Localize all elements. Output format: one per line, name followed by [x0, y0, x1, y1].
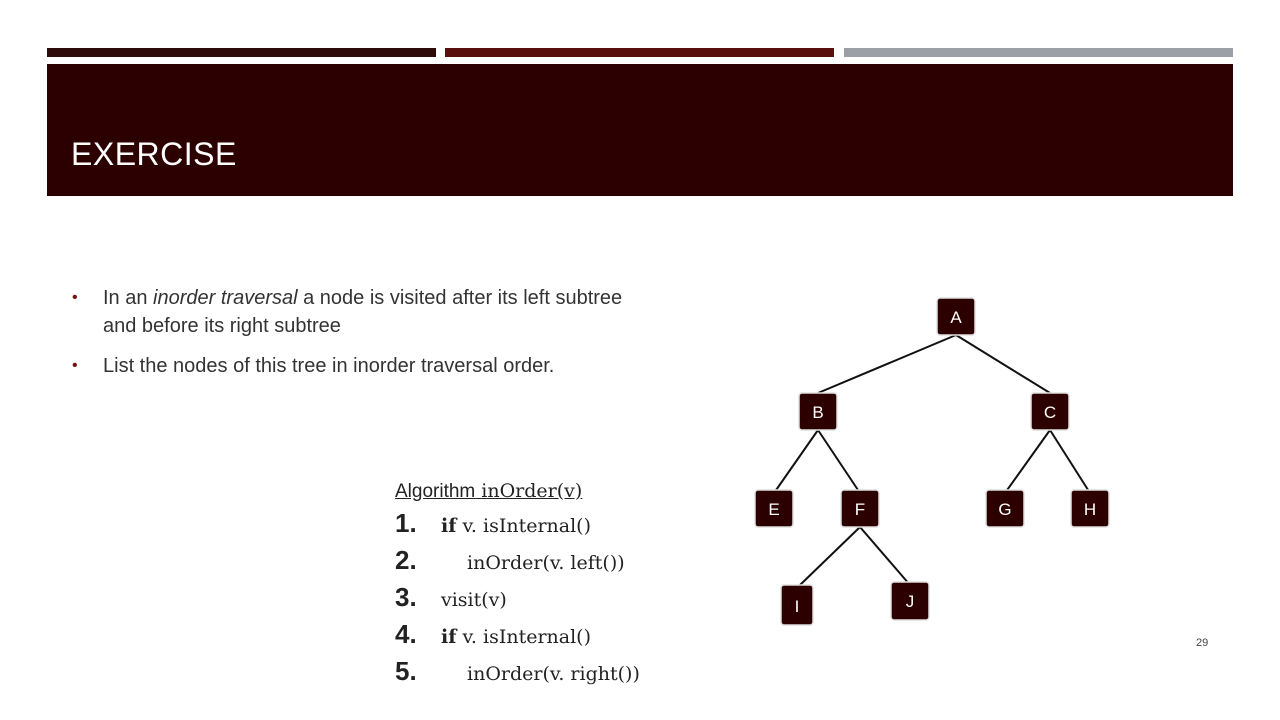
node-label: G — [998, 500, 1011, 519]
title-banner: EXERCISE — [47, 64, 1233, 196]
tree-node-e: E — [754, 489, 794, 528]
algorithm-step: 4. if v. isInternal() — [395, 619, 592, 649]
bullet-item: List the nodes of this tree in inorder t… — [72, 352, 632, 380]
edge-c-h — [1049, 429, 1091, 494]
accent-bar-dark — [47, 48, 436, 57]
edge-b-f — [817, 429, 861, 494]
edge-f-j — [859, 526, 911, 586]
tree-node-c: C — [1030, 392, 1070, 431]
algorithm-title: Algorithm inOrder(v) — [395, 480, 583, 502]
tree-node-a: A — [936, 297, 976, 336]
node-label: F — [855, 500, 865, 519]
node-label: C — [1044, 403, 1056, 422]
algorithm-step: 2. inOrder(v. left()) — [395, 545, 625, 575]
edge-a-c — [955, 334, 1051, 394]
emphasis-term: inorder traversal — [153, 287, 298, 309]
bullet-list: In an inorder traversal a node is visite… — [72, 284, 632, 392]
slide-title: EXERCISE — [71, 136, 237, 172]
binary-tree-diagram: A B C E F G H I J — [754, 297, 1110, 626]
edge-f-i — [799, 526, 861, 586]
edge-a-b — [817, 334, 957, 394]
tree-node-h: H — [1070, 489, 1110, 528]
node-label: H — [1084, 500, 1096, 519]
accent-bar-maroon — [445, 48, 834, 57]
page-number: 29 — [1196, 637, 1209, 649]
node-label: A — [950, 308, 962, 327]
node-label: B — [812, 403, 823, 422]
edge-b-e — [773, 429, 819, 494]
algorithm-step: 3. visit(v) — [395, 582, 507, 612]
edge-c-g — [1004, 429, 1051, 494]
node-label: I — [795, 597, 800, 616]
node-label: E — [768, 500, 779, 519]
tree-edges — [773, 334, 1091, 586]
tree-node-g: G — [985, 489, 1025, 528]
algorithm-step: 1. if v. isInternal() — [395, 508, 592, 538]
accent-bar-gray — [844, 48, 1233, 57]
tree-node-j: J — [890, 581, 930, 621]
tree-node-i: I — [780, 584, 814, 626]
bullet-item: In an inorder traversal a node is visite… — [72, 284, 632, 340]
algorithm-block: Algorithm inOrder(v) 1. if v. isInternal… — [395, 477, 695, 693]
tree-node-b: B — [798, 392, 838, 431]
algorithm-steps: 1. if v. isInternal() 2. inOrder(v. left… — [395, 508, 695, 693]
algorithm-step: 5. inOrder(v. right()) — [395, 656, 640, 686]
tree-node-f: F — [840, 489, 880, 528]
node-label: J — [906, 592, 915, 611]
